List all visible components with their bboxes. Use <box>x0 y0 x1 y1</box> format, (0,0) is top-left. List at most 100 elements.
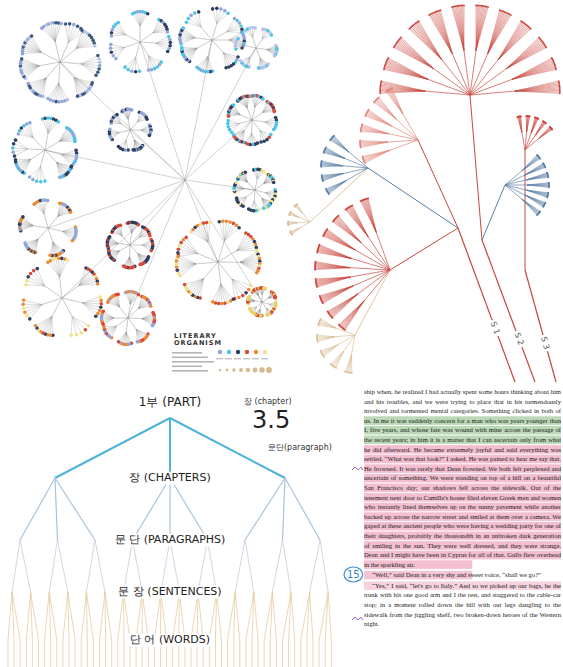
branch-line <box>138 296 142 308</box>
branch-line <box>240 257 259 263</box>
branch-line <box>128 119 130 130</box>
branch-line <box>221 284 231 301</box>
leaf-dot <box>69 333 73 337</box>
branch-line <box>57 162 69 171</box>
branch-line <box>223 53 233 64</box>
branch-line <box>31 273 45 285</box>
branch-line <box>140 33 153 42</box>
leaf-dot <box>24 283 28 287</box>
leaf-dot <box>11 150 15 154</box>
leaf-dot <box>211 300 215 304</box>
leaf-dot <box>187 17 191 21</box>
leaf-dot <box>248 306 252 310</box>
branch-line <box>41 316 52 331</box>
trunk-line <box>525 270 556 382</box>
branch-line <box>181 243 198 254</box>
leaf-dot <box>138 263 142 267</box>
leaf-dot <box>215 7 219 11</box>
branch-line <box>189 279 204 292</box>
leaf-dot <box>26 275 30 279</box>
branch-line <box>140 42 148 56</box>
branch-line <box>439 11 452 54</box>
branch-line <box>142 319 152 326</box>
branch-line <box>256 302 262 307</box>
leaf-dot <box>70 239 74 243</box>
branch-line <box>212 24 217 40</box>
branch-line <box>81 59 99 64</box>
branch-line <box>40 201 44 214</box>
leaf-dot <box>184 236 188 240</box>
leaf-dot <box>22 307 26 311</box>
leaf-dot <box>147 68 151 72</box>
branch-line <box>31 150 45 159</box>
branch-line <box>79 272 93 285</box>
branch-line <box>60 43 68 62</box>
branch-line <box>506 40 540 69</box>
branch-line <box>116 295 119 307</box>
branch-line <box>224 223 233 241</box>
leaf-dot <box>35 179 39 183</box>
leaf-dot <box>177 247 181 251</box>
leaf-dot <box>123 65 127 69</box>
branch-line <box>204 223 209 242</box>
branch-line <box>199 12 201 27</box>
leaf-dot <box>130 108 134 112</box>
leaf-dot <box>98 64 102 68</box>
branch-line <box>111 47 125 49</box>
branch-line <box>40 166 41 181</box>
spoke-line <box>185 180 255 190</box>
branch-line <box>59 83 65 101</box>
branch-line <box>126 293 131 305</box>
legend-line <box>172 357 208 359</box>
branch-line <box>136 329 137 342</box>
branch-line <box>72 316 81 333</box>
leaf-dot <box>249 284 253 288</box>
leaf-dot <box>97 67 101 71</box>
branch-line <box>438 11 453 54</box>
branch-line <box>15 159 30 160</box>
branch-line <box>74 78 80 96</box>
branch-line <box>218 262 221 284</box>
branch-line <box>433 13 453 54</box>
leaf-tip <box>409 27 411 29</box>
branch-line <box>140 26 141 42</box>
legend-line <box>243 358 250 359</box>
branch-line <box>16 159 31 164</box>
leaf-dot <box>109 43 113 47</box>
leaf-dot <box>241 294 245 298</box>
branch-line <box>39 78 46 95</box>
branch-line <box>68 29 81 43</box>
leaf-dot <box>110 50 114 54</box>
branch-line <box>229 32 242 40</box>
leaf-dot <box>31 178 35 182</box>
branch-line <box>26 41 41 53</box>
leaf-dot <box>265 313 269 317</box>
branch-line <box>27 124 34 138</box>
branch-line <box>120 332 126 343</box>
branch-line <box>156 43 170 46</box>
branch-line <box>60 134 74 141</box>
branch-line <box>55 42 60 62</box>
branch-line <box>212 32 227 40</box>
leaf-dot <box>180 46 184 50</box>
leaf-dot <box>26 82 30 86</box>
leaf-dot <box>116 293 120 297</box>
branch-line <box>232 279 251 285</box>
branch-line <box>218 262 232 279</box>
branch-line <box>148 56 154 69</box>
branch-line <box>57 162 71 168</box>
branch-line <box>135 57 136 71</box>
leaf-dot <box>168 44 172 48</box>
branch-line <box>37 269 45 286</box>
leaf-dot <box>185 20 189 24</box>
leaf-dot <box>220 302 224 306</box>
branch-line <box>128 304 130 318</box>
leaf-dot <box>237 296 241 300</box>
branch-line <box>223 221 224 241</box>
leaf-dot <box>257 66 261 70</box>
leaf-dot <box>69 211 73 215</box>
branch-line <box>119 130 130 132</box>
leaf-dot <box>262 139 266 143</box>
spoke-line <box>62 180 185 298</box>
